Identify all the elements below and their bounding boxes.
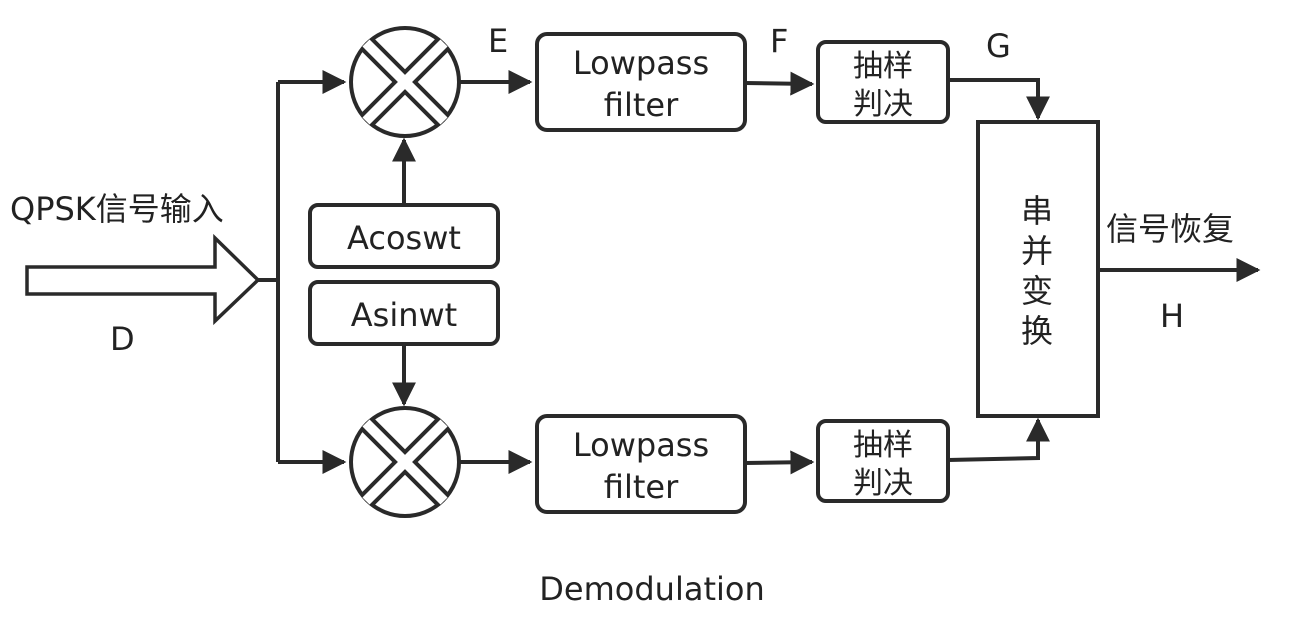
bottom-mixer [349,406,461,518]
arrow-lpf-to-sampler-bottom [744,450,815,475]
carrier-sin-label: Asinwt [351,296,457,334]
input-label: QPSK信号输入 [10,190,224,228]
node-g-label: G [986,27,1011,65]
sp-converter-char3: 变 [1021,272,1053,310]
lpf-top-line2: filter [604,86,679,124]
sampler-bottom-line1: 抽样 [853,428,913,463]
arrow-sampler-top-to-converter [948,78,1050,121]
sp-converter-char4: 换 [1021,312,1053,350]
sampler-top-line1: 抽样 [853,49,913,84]
node-e-label: E [488,22,508,60]
sampler-bottom-box [816,419,950,503]
sp-converter-char2: 并 [1021,232,1053,270]
output-label: 信号恢复 [1106,210,1234,248]
sampler-top-line2: 判决 [853,87,913,122]
lpf-bottom-line1: Lowpass [573,426,709,464]
top-mixer [349,26,461,138]
lpf-bottom-box [535,414,747,514]
sp-converter-char1: 串 [1021,192,1053,230]
diagram-caption: Demodulation [539,570,764,608]
lpf-top-line1: Lowpass [573,44,709,82]
splitter-line [258,82,280,462]
carrier-cos-label: Acoswt [347,219,461,257]
sampler-bottom-line2: 判决 [853,466,913,501]
node-f-label: F [770,22,788,60]
input-hollow-arrow [25,233,261,326]
lpf-top-box [535,32,747,132]
node-h-label: H [1160,297,1184,335]
node-d-label: D [110,320,135,358]
lpf-bottom-line2: filter [604,468,679,506]
arrow-sampler-bottom-to-converter [947,417,1050,462]
arrow-lpf-to-sampler-top [744,71,815,96]
